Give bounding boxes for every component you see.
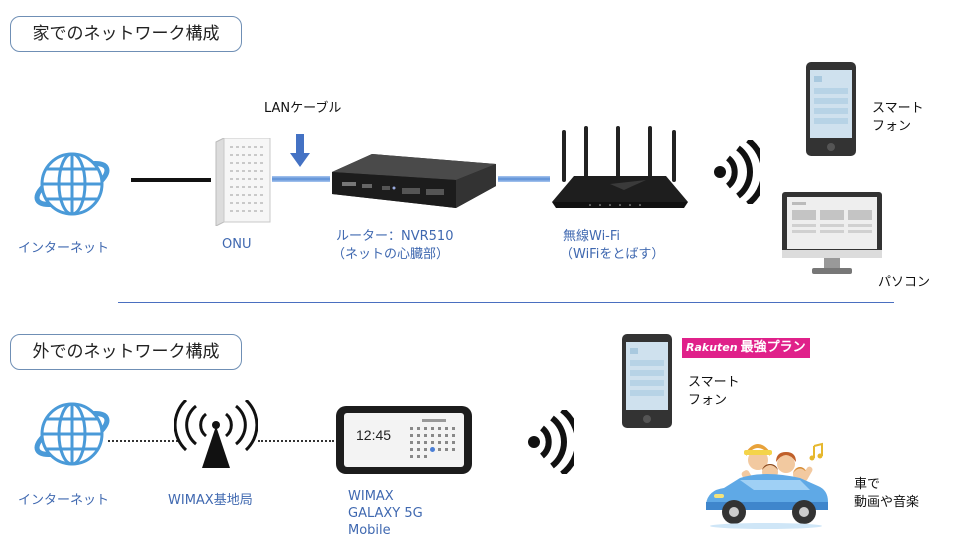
internet-onu-line bbox=[131, 178, 211, 182]
device-label-line1: WIMAX bbox=[348, 489, 394, 504]
car-label-line1: 車で bbox=[854, 477, 881, 492]
wimax-galaxy-device: 12:45 bbox=[336, 406, 472, 474]
device-screen: 12:45 bbox=[344, 413, 464, 467]
wifi-label-line1: 無線Wi-Fi bbox=[563, 229, 621, 244]
device-label-line2: GALAXY 5G bbox=[348, 506, 423, 521]
rakuten-brand-text: Rakuten bbox=[686, 341, 738, 354]
lan-cable-line bbox=[272, 176, 330, 182]
router-nvr510-icon bbox=[332, 154, 496, 208]
globe-tower-dotted-line bbox=[108, 440, 178, 442]
outside-smartphone-label-line1: スマート bbox=[688, 375, 740, 390]
internet-globe-icon bbox=[34, 152, 110, 216]
wifi-router-icon bbox=[552, 126, 688, 208]
router-label-line2: （ネットの心臓部） bbox=[332, 247, 450, 262]
tower-device-dotted-line bbox=[258, 440, 334, 442]
home-internet-label: インターネット bbox=[18, 241, 110, 256]
home-wireless-signal-icon bbox=[714, 140, 760, 204]
section-divider bbox=[118, 302, 894, 303]
pc-monitor-icon bbox=[782, 192, 882, 274]
router-wifi-cable-line bbox=[498, 176, 550, 182]
device-label-line3: Mobile bbox=[348, 523, 391, 538]
lan-cable-arrow-icon bbox=[290, 134, 310, 167]
outside-smartphone-icon bbox=[622, 334, 672, 428]
onu-device-icon bbox=[215, 138, 271, 226]
onu-label: ONU bbox=[222, 237, 252, 252]
outside-smartphone-label-line2: フォン bbox=[688, 393, 728, 408]
outside-wireless-signal-icon bbox=[528, 410, 574, 474]
router-label-line1: ルーター：NVR510 bbox=[336, 229, 454, 244]
car-label-line2: 動画や音楽 bbox=[854, 495, 920, 510]
home-smartphone-label-line1: スマート bbox=[872, 101, 924, 116]
device-calendar-icon bbox=[410, 419, 455, 458]
wimax-tower-icon bbox=[174, 400, 258, 468]
wifi-label-line2: （WiFiをとばす） bbox=[560, 247, 665, 262]
device-clock: 12:45 bbox=[356, 427, 392, 443]
outside-section-title: 外でのネットワーク構成 bbox=[10, 334, 242, 370]
rakuten-plan-text: 最強プラン bbox=[740, 340, 806, 355]
family-car-icon bbox=[706, 442, 828, 529]
home-section-title: 家でのネットワーク構成 bbox=[10, 16, 242, 52]
lan-cable-label: LANケーブル bbox=[264, 101, 342, 116]
outside-internet-label: インターネット bbox=[18, 493, 110, 508]
outside-internet-globe-icon bbox=[34, 402, 110, 466]
pc-label: パソコン bbox=[878, 275, 931, 290]
home-smartphone-icon bbox=[806, 62, 856, 156]
wimax-base-station-label: WIMAX基地局 bbox=[168, 493, 253, 508]
home-smartphone-label-line2: フォン bbox=[872, 119, 912, 134]
